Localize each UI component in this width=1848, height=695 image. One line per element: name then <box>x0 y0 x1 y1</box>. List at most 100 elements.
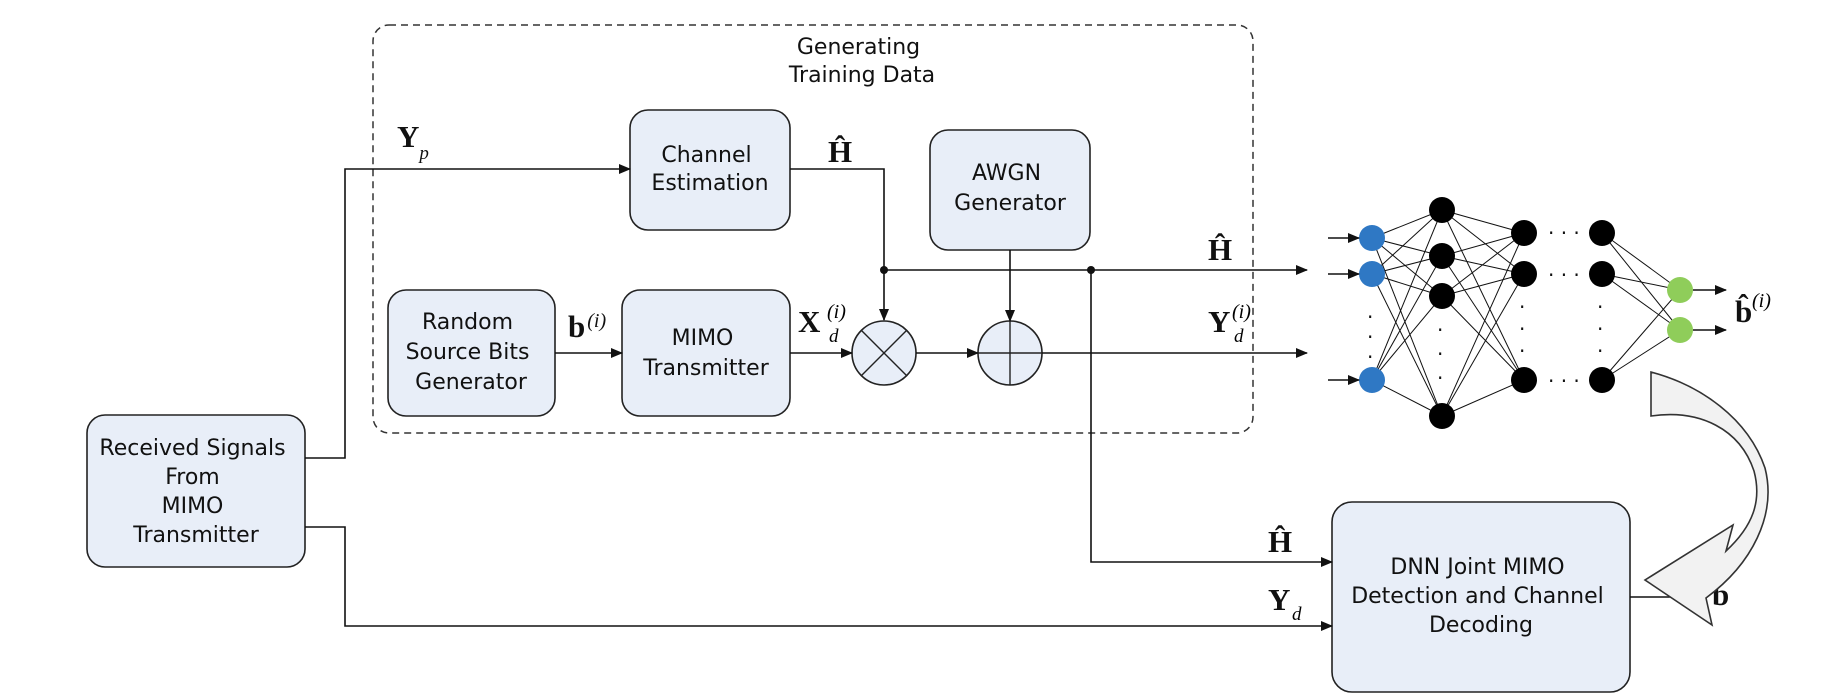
yd-label: Y d <box>1268 582 1302 625</box>
neural-network-edge <box>1601 329 1681 381</box>
channel-estimation-block: Channel Estimation <box>629 109 791 231</box>
xd-i-label: X (i) d <box>798 301 846 347</box>
svg-text:·: · <box>1437 342 1443 366</box>
svg-text:·: · <box>1597 295 1603 319</box>
input-node <box>1359 261 1385 287</box>
neural-network-edge <box>1371 273 1443 417</box>
svg-text:d: d <box>1234 326 1244 347</box>
svg-text:Channel Estimation: Channel Estimation <box>651 143 768 196</box>
dnn-joint-detection-block: DNN Joint MIMO Detection and Channel Dec… <box>1331 501 1631 693</box>
svg-text:·: · <box>1519 317 1525 341</box>
svg-text:· · ·: · · · <box>1548 263 1580 287</box>
svg-text:· · ·: · · · <box>1548 221 1580 245</box>
neural-network-edge <box>1601 232 1681 291</box>
yd-i-label: Y (i) d <box>1208 301 1251 347</box>
svg-text:·: · <box>1519 295 1525 319</box>
svg-text:d: d <box>1292 604 1302 625</box>
b-i-label: b(i) <box>568 309 606 344</box>
h-hat-middle-label: Ĥ <box>1208 232 1232 267</box>
svg-text:(i): (i) <box>1232 301 1251 323</box>
hidden-node <box>1429 403 1455 429</box>
hidden-node <box>1429 197 1455 223</box>
neural-network-dots: · · · · · · · · · · · · · · · · · · · · … <box>1367 221 1603 393</box>
yp-label: Yp <box>397 119 429 164</box>
output-node <box>1667 317 1693 343</box>
neural-network <box>1359 197 1693 429</box>
hidden-node <box>1589 261 1615 287</box>
neural-network-edge <box>1371 295 1443 381</box>
svg-text:·: · <box>1437 318 1443 342</box>
neural-network-edges <box>1371 209 1681 417</box>
training-data-region <box>372 24 1254 434</box>
neural-network-edge <box>1441 209 1525 381</box>
neural-network-edge <box>1441 379 1525 417</box>
svg-text:b̂: b̂ <box>1735 294 1752 329</box>
awgn-generator-block: AWGN Generator <box>929 129 1091 251</box>
svg-text:·: · <box>1519 339 1525 363</box>
hidden-node <box>1429 243 1455 269</box>
svg-text:Random Source Bits: Random Source Bits Generator <box>406 310 537 395</box>
svg-text:·: · <box>1367 305 1373 329</box>
neural-network-edge <box>1601 289 1681 381</box>
input-node <box>1359 225 1385 251</box>
multiply-circle-icon <box>851 320 917 386</box>
training-data-title: Generating Training Data <box>788 35 935 88</box>
svg-text:(i): (i) <box>827 301 846 323</box>
received-signals-block: Received Signals From MIMO Transmitter <box>86 414 306 568</box>
svg-text:·: · <box>1437 366 1443 390</box>
neural-network-edge <box>1371 379 1443 417</box>
svg-text:·: · <box>1597 317 1603 341</box>
svg-text:· · ·: · · · <box>1548 369 1580 393</box>
svg-text:Y: Y <box>1268 582 1290 617</box>
hidden-node <box>1511 261 1537 287</box>
neural-network-edge <box>1441 295 1525 381</box>
neural-network-edge <box>1441 273 1525 297</box>
svg-text:Received Signals From: Received Signals From MIMO Transmitter <box>99 436 292 548</box>
hidden-node <box>1589 220 1615 246</box>
neural-network-edge <box>1441 209 1525 234</box>
mimo-transmitter-block: MIMO Transmitter <box>621 289 791 417</box>
neural-network-edge <box>1371 255 1443 381</box>
svg-text:Y: Y <box>1208 304 1230 339</box>
hidden-node <box>1511 220 1537 246</box>
add-circle-icon <box>977 320 1043 386</box>
hidden-node <box>1511 367 1537 393</box>
input-node <box>1359 367 1385 393</box>
svg-text:(i): (i) <box>1752 290 1771 312</box>
neural-network-edge <box>1441 255 1525 381</box>
neural-network-edge <box>1371 237 1443 417</box>
h-hat-top-label: Ĥ <box>828 134 852 169</box>
yd-to-dnn-path <box>305 526 1333 631</box>
output-node <box>1667 277 1693 303</box>
hidden-node <box>1429 283 1455 309</box>
svg-text:DNN Joint MIMO Detection: DNN Joint MIMO Detection and Channel Dec… <box>1351 555 1611 638</box>
neural-network-edge <box>1371 209 1443 381</box>
neural-network-edge <box>1441 232 1525 417</box>
neural-network-edge <box>1371 209 1443 275</box>
neural-network-edge <box>1601 273 1681 331</box>
svg-text:·: · <box>1597 339 1603 363</box>
junction-left <box>880 266 888 274</box>
neural-network-edge <box>1441 273 1525 417</box>
svg-text:·: · <box>1367 325 1373 349</box>
random-source-bits-generator-block: Random Source Bits Generator <box>387 289 556 417</box>
neural-network-edge <box>1441 232 1525 297</box>
neural-network-edge <box>1441 232 1525 257</box>
neural-network-arrows <box>1328 233 1727 385</box>
h-hat-to-dnn-path <box>1090 270 1333 567</box>
neural-network-edge <box>1371 237 1443 297</box>
junction-right <box>1087 266 1095 274</box>
svg-text:·: · <box>1367 345 1373 369</box>
svg-text:AWGN Generator: AWGN Generator <box>954 161 1067 216</box>
hidden-node <box>1589 367 1615 393</box>
svg-text:d: d <box>829 326 839 347</box>
svg-text:X: X <box>798 304 821 339</box>
svg-text:MIMO Transmitter: MIMO Transmitter <box>642 326 769 381</box>
curved-transfer-arrow <box>1643 370 1769 627</box>
yp-path <box>305 164 631 459</box>
channel-estimate-to-multiply-path <box>790 168 889 321</box>
b-hat-i-label: b̂ (i) <box>1735 290 1771 329</box>
h-hat-bottom-label: Ĥ <box>1268 524 1292 559</box>
neural-network-edge <box>1601 273 1681 291</box>
